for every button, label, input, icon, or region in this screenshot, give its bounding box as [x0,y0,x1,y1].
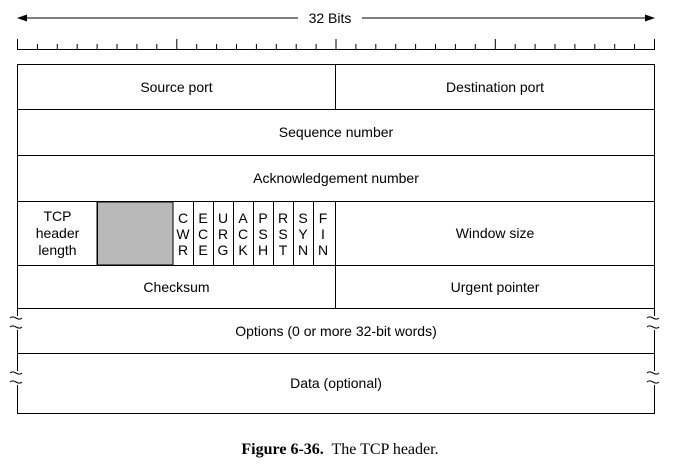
flag-letter: C [177,210,189,226]
checksum-field: Checksum [18,266,335,308]
flag-letter: T [278,242,288,258]
flag-letter: Y [298,226,308,242]
data-label: Data (optional) [290,375,382,391]
figure-caption: Figure 6-36. The TCP header. [0,441,680,459]
tcp-header-length-field: TCP header length [18,202,97,265]
reserved-bits-block [96,201,174,266]
flag-letter: G [217,242,229,258]
bit-ruler [17,39,655,50]
flag-letter: E [198,242,208,258]
flag-letter: W [176,226,190,242]
figure-caption-text: The TCP header. [331,441,439,458]
acknowledgement-number-label: Acknowledgement number [253,170,419,186]
options-break-right [646,316,660,329]
flag-letter: P [258,210,268,226]
bits-arrow [17,14,655,22]
header-frame [17,64,655,414]
data-field: Data (optional) [18,354,654,413]
sequence-number-label: Sequence number [278,124,394,140]
options-break-left [9,316,23,329]
acknowledgement-number-field: Acknowledgement number [18,156,654,201]
flag-letter: R [177,242,189,258]
figure-caption-number: Figure 6-36. [241,441,324,458]
window-size-label: Window size [455,225,535,241]
flag-letter: R [217,226,229,242]
data-break-left [9,371,23,384]
options-field: Options (0 or more 32-bit words) [18,309,654,353]
continuation-marks [9,316,660,384]
flag-letter: S [278,226,288,242]
urgent-pointer-label: Urgent pointer [450,278,540,295]
flag-letter: C [197,226,209,242]
flag-letter: K [238,242,248,258]
flag-letter: F [318,210,328,226]
flag-letter: I [321,226,325,242]
flag-letter: E [198,210,208,226]
flag-letter: N [297,242,309,258]
data-break-right [646,371,660,384]
window-size-field: Window size [336,202,654,265]
flag-letter: R [277,210,289,226]
destination-port-field: Destination port [336,65,654,109]
flag-letter: A [238,210,248,226]
destination-port-label: Destination port [445,78,545,95]
bits-label: 32 Bits [298,9,362,27]
flag-letter: N [317,242,329,258]
source-port-label: Source port [140,78,213,95]
source-port-field: Source port [18,65,335,109]
flag-letter: S [258,226,268,242]
flag-letter: S [298,210,308,226]
flag-letter: H [257,242,269,258]
options-label: Options (0 or more 32-bit words) [235,322,437,339]
tcp-header-length-label: TCP header length [35,208,80,258]
urgent-pointer-field: Urgent pointer [336,266,654,308]
sequence-number-field: Sequence number [18,110,654,155]
flag-letter: U [217,210,229,226]
checksum-label: Checksum [143,278,210,295]
flag-letter: C [237,226,249,242]
